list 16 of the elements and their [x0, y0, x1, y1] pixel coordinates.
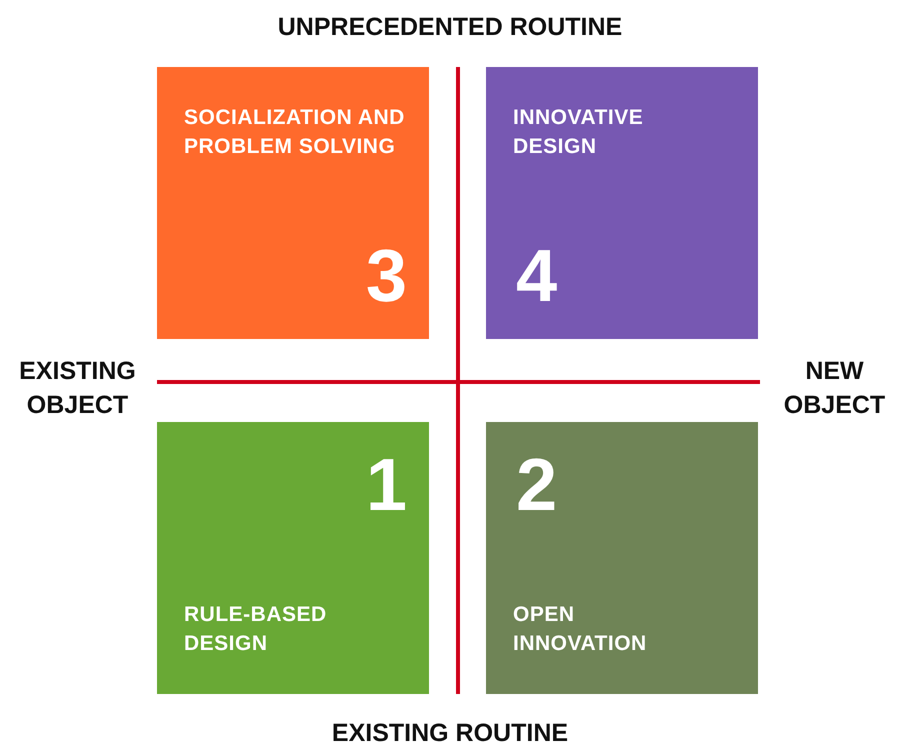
quadrant-box	[157, 422, 429, 694]
quadrant-number: 1	[366, 448, 407, 522]
axis-label: EXISTING OBJECT	[18, 356, 137, 421]
quadrant-title: SOCIALIZATION AND PROBLEM SOLVING	[184, 105, 406, 160]
quadrant-box	[157, 67, 429, 339]
quadrant-number: 2	[516, 448, 558, 522]
quadrant-number: 4	[516, 239, 558, 313]
quadrant-title: INNOVATIVE DESIGN	[513, 105, 644, 160]
quadrant-number: 3	[366, 239, 407, 313]
axis-label: UNPRECEDENTED ROUTINE	[276, 12, 624, 43]
axis-label: EXISTING ROUTINE	[330, 718, 570, 747]
quadrant-title: RULE-BASED DESIGN	[184, 602, 328, 657]
quadrant-title: OPEN INNOVATION	[513, 602, 648, 657]
quadrant-box	[486, 67, 758, 339]
quadrant-box	[486, 422, 758, 694]
axis-label: NEW OBJECT	[782, 356, 886, 421]
